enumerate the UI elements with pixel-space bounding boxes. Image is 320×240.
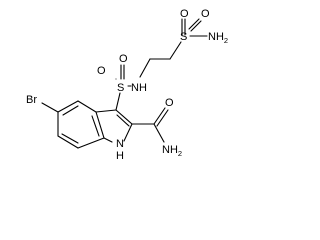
bond-c3-c3a	[95, 109, 117, 113]
bond-c3a-c7a-inner	[91, 115, 100, 137]
atom-nh2-top: NH2	[208, 31, 228, 45]
bond-s-o-top-right-a	[188, 18, 200, 30]
bond-c4-c5	[57, 100, 79, 113]
atom-o-amide: O	[165, 97, 174, 109]
atom-nh-mid: NH	[131, 82, 147, 94]
bond-s-ch2	[169, 41, 182, 60]
bond-c3-c2	[115, 109, 133, 125]
bond-c3-c2-inner	[116, 114, 130, 127]
bond-n1-c7a	[103, 137, 113, 143]
chemical-structure: O O S NH2 O O S NH Br O NH2 N H	[26, 8, 228, 162]
atom-s-mid: S	[117, 82, 124, 94]
atom-o-top-left: O	[180, 8, 189, 20]
atom-o-mid-right: O	[119, 53, 128, 65]
atom-o-top-right: O	[201, 8, 210, 20]
bond-s-c3	[115, 92, 121, 111]
bond-c3a-c7a	[95, 111, 105, 139]
bond-c6-c7-inner	[61, 133, 79, 144]
bond-ch2-nh	[139, 58, 151, 78]
bond-camide-o-b	[156, 109, 169, 127]
bonds	[41, 18, 208, 149]
bond-c6-c7	[57, 135, 79, 149]
bond-c2-n1	[123, 123, 133, 142]
bond-camide-o-a	[153, 107, 166, 125]
bond-c7-c7a	[77, 137, 105, 149]
atom-n-ring: N	[116, 138, 124, 150]
bond-s-o-top-right-b	[190, 20, 202, 32]
bond-c5-br	[41, 102, 59, 113]
atom-s-top: S	[180, 31, 187, 43]
atom-labels: O O S NH2 O O S NH Br O NH2 N H	[26, 8, 228, 162]
atom-br: Br	[26, 94, 37, 106]
atom-nh2-amide: NH2	[162, 144, 182, 158]
bond-c3a-c4	[77, 100, 97, 113]
bond-c4-c5-inner	[62, 105, 79, 116]
atom-o-mid-left: O	[97, 65, 106, 77]
bond-camide-nh2	[153, 123, 165, 143]
atom-h-ring: H	[116, 150, 124, 162]
